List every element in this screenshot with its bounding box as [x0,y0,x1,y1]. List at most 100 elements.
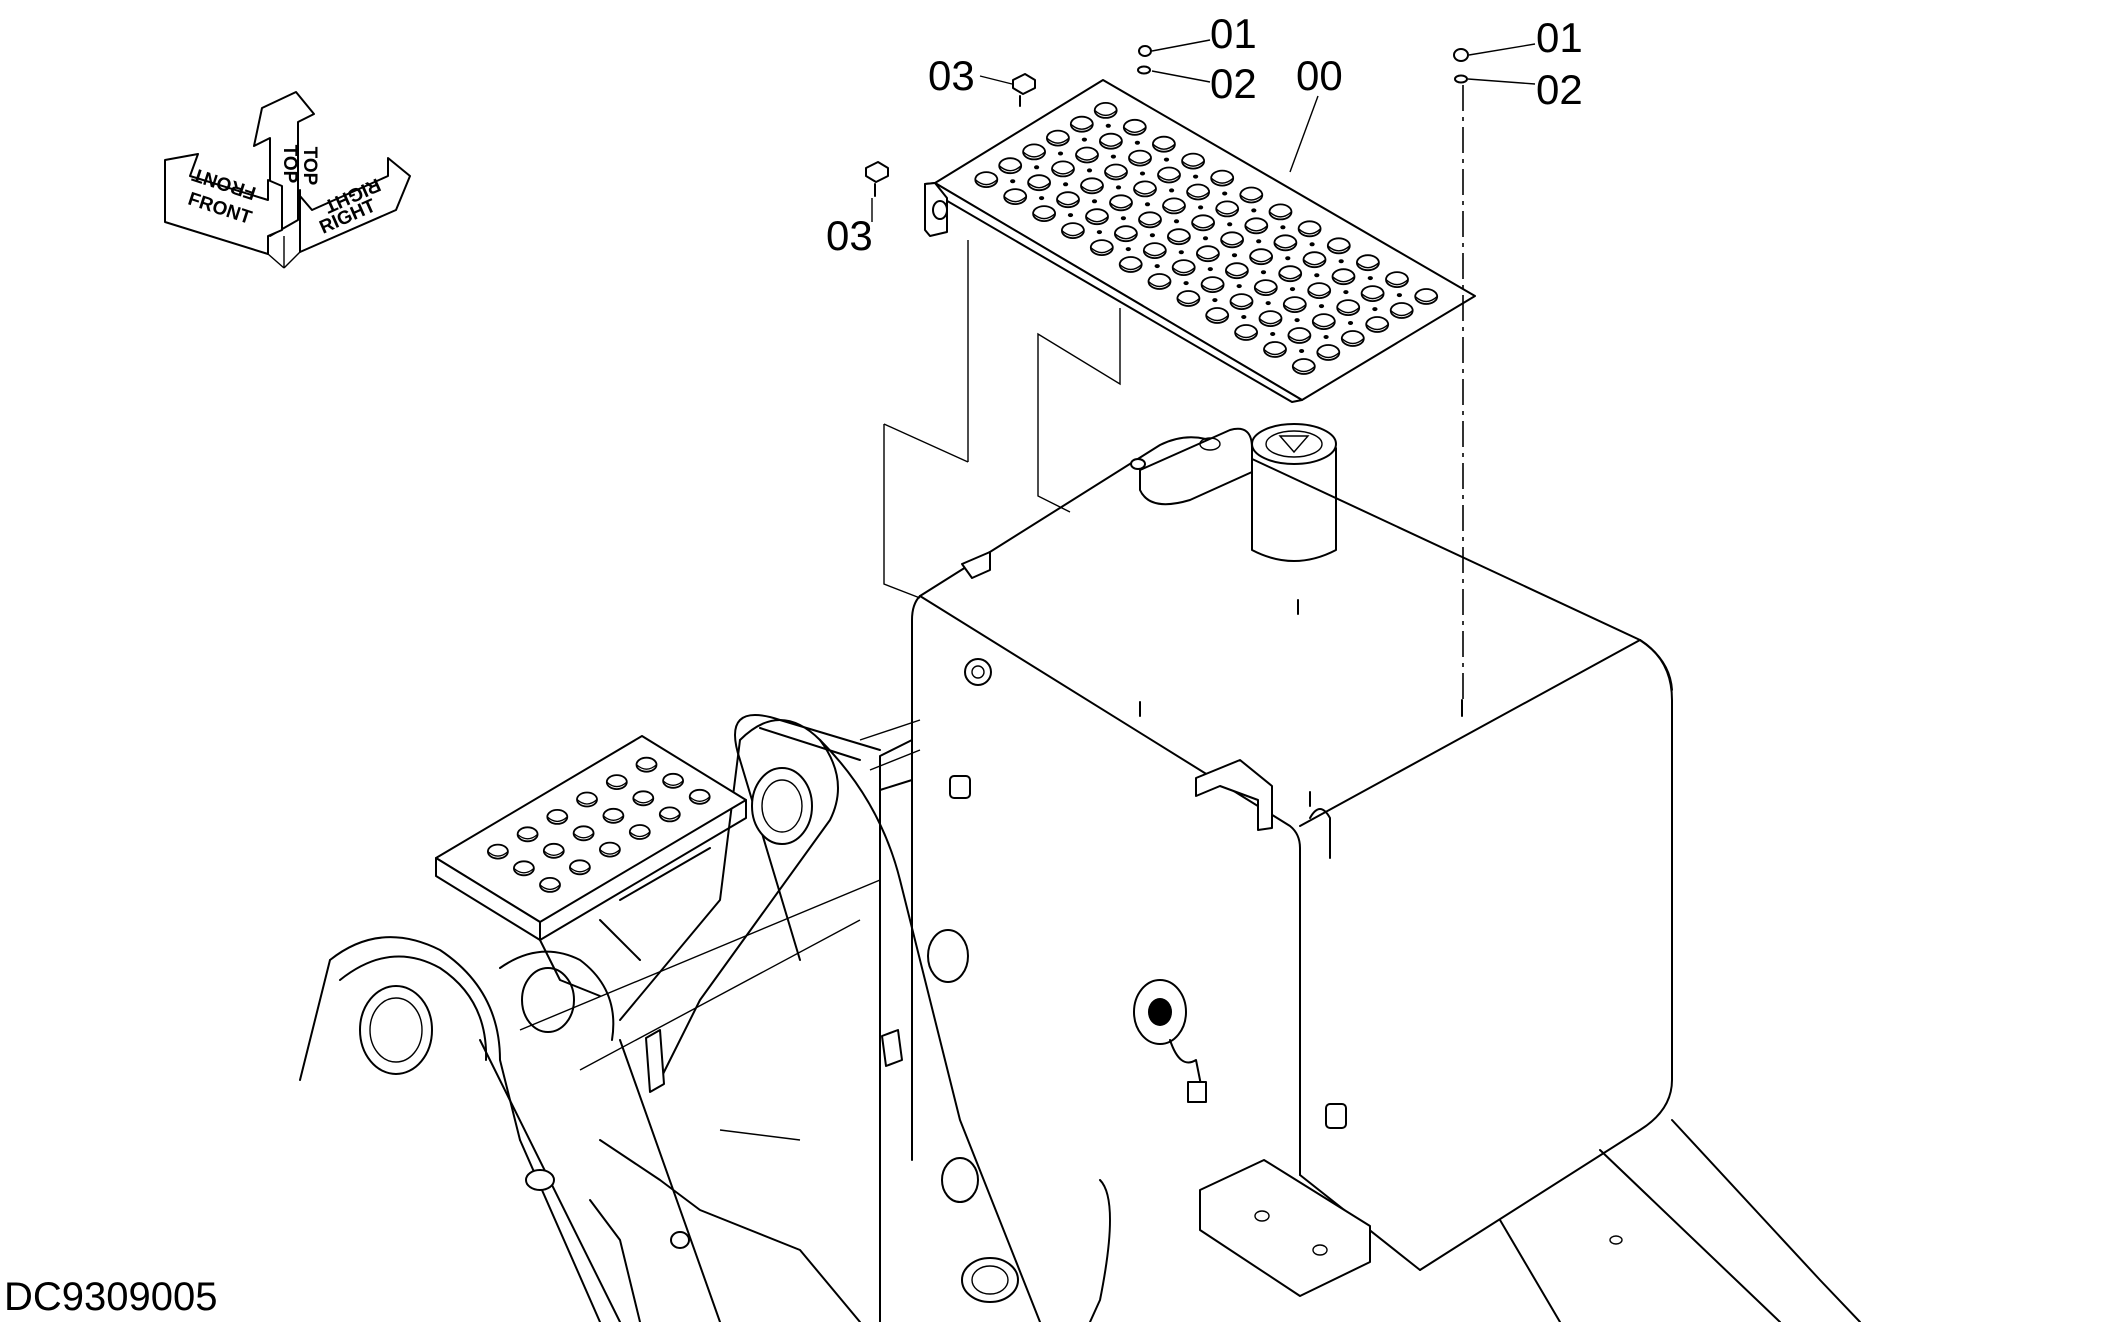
plate-small-hole [1057,151,1064,156]
plate-perforation [1128,149,1152,167]
plate-small-hole [1260,270,1267,275]
plate-perforation [1080,177,1104,195]
plate-perforation [1075,146,1099,164]
plate-perforation [1258,310,1283,328]
bolt-03-top [1012,73,1036,107]
washer-02-a [1137,65,1151,75]
plate-perforation [1253,279,1278,297]
step-perforation [605,774,628,790]
plate-small-hole [1236,284,1242,289]
plate-perforation [1122,118,1147,136]
plate-small-hole [1265,301,1271,306]
plate-small-hole [1285,256,1291,261]
plate-perforation [1220,231,1244,249]
plate-perforation [1234,324,1258,341]
plate-perforation [1138,211,1162,229]
plate-small-hole [1120,216,1126,221]
plate-small-hole [1396,293,1402,298]
plate-small-hole [1212,298,1218,303]
orientation-arrows-icon: TOP FRONT FRONT TOP RIGHT RIGHT [164,91,411,269]
plate-small-hole [1010,179,1016,184]
plate-small-hole [1289,287,1296,292]
plate-perforation [1311,313,1336,331]
plate-perforation [1244,217,1269,235]
plate-perforation [1099,132,1123,150]
step-perforation [486,843,509,860]
plate-perforation [1291,358,1316,375]
plate-small-hole [1231,253,1238,258]
callout-01-a: 01 [1210,10,1257,57]
plate-perforation [1186,183,1210,201]
plate-small-hole [1323,335,1329,339]
plate-small-hole [1241,315,1247,319]
callout-02-b: 02 [1536,66,1583,113]
plate-small-hole [1222,191,1228,196]
plate-perforation [1051,160,1075,178]
plate-perforation [1331,268,1356,286]
plate-small-hole [1251,208,1257,213]
plate-small-hole [1280,225,1286,230]
plate-perforation [1273,234,1298,252]
step-perforation [602,807,625,824]
plate-perforation [1114,225,1138,243]
plate-perforation [1046,129,1070,147]
plate-perforation [1162,197,1186,215]
plate-perforation [1229,293,1254,311]
plate-perforation [1336,299,1361,317]
plate-small-hole [1294,318,1300,323]
plate-perforation [974,171,999,189]
washer-02-b [1454,74,1468,84]
plate-perforation [1191,214,1215,232]
callout-03-a: 03 [928,52,975,99]
plate-perforation [1263,341,1287,358]
callout-01-b: 01 [1536,14,1583,61]
plate-small-hole [1198,205,1204,210]
plate-perforation [1109,194,1133,212]
plate-small-hole [1163,157,1170,162]
plate-perforation [1249,248,1273,266]
step-perforation [658,806,681,823]
step-perforation [688,788,711,805]
plate-perforation [1268,203,1293,221]
step-perforation [569,859,591,876]
step-perforation [516,826,539,843]
nut-01-a [1138,45,1152,57]
step-perforation [513,860,535,877]
plate-small-hole [1149,233,1155,238]
plate-perforation [1152,135,1176,153]
step-perforation [662,772,684,789]
tank-assembly [911,423,1673,1297]
plate-perforation [1287,327,1312,344]
plate-small-hole [1091,199,1098,204]
plate-small-hole [1173,219,1180,224]
plate-small-hole [1115,185,1122,190]
plate-perforation [1215,200,1240,218]
plate-perforation [1181,152,1205,170]
callout-02-a: 02 [1210,60,1257,107]
callout-00: 00 [1296,52,1343,99]
plate-small-hole [1110,154,1116,159]
plate-perforation [1171,259,1196,277]
plate-small-hole [1067,213,1074,218]
plate-perforation [1133,180,1157,198]
plate-small-hole [1063,182,1069,187]
plate-small-hole [1367,276,1373,281]
plate-perforation [1414,288,1439,305]
plate-small-hole [1372,307,1378,312]
perforated-step-plate [924,79,1476,403]
plate-perforation [1089,239,1114,257]
plate-perforation [1297,220,1322,238]
callout-labels: 01 02 03 00 01 02 03 [826,10,1583,259]
boom-foot-bracket [299,719,1041,1322]
step-perforation [576,791,598,808]
plate-perforation [1157,166,1181,184]
plate-small-hole [1178,250,1184,255]
plate-perforation [1085,208,1109,226]
plate-perforation [1032,205,1056,223]
plate-small-hole [1314,273,1320,278]
plate-perforation [1200,276,1225,294]
plate-perforation [1385,271,1409,289]
plate-small-hole [1193,174,1199,179]
plate-perforation [1104,163,1128,181]
